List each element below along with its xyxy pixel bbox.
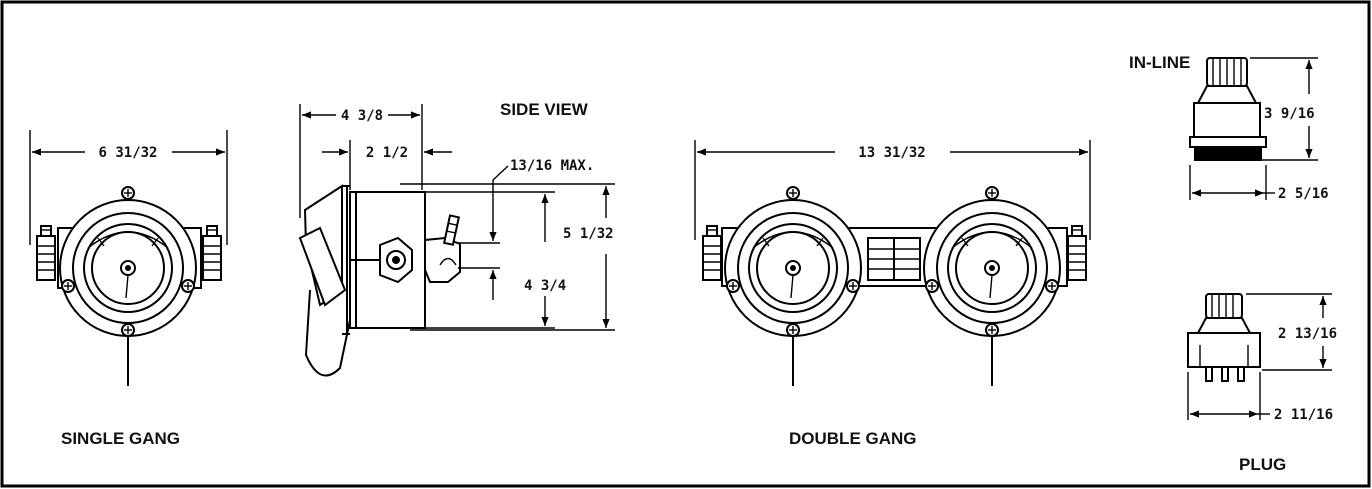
dim-side-depth: 4 3/8: [341, 108, 383, 124]
cable-clamp: [202, 225, 222, 281]
dim-side-half: 2 1/2: [366, 145, 408, 161]
dim-plug-height: 2 13/16: [1278, 326, 1337, 342]
double-gang-view: [694, 140, 1091, 386]
dim-inline-height: 3 9/16: [1264, 106, 1315, 122]
dim-plug-width: 2 11/16: [1274, 407, 1333, 423]
cord-loop: [304, 289, 351, 377]
single-gang-view: [29, 130, 228, 386]
in-line-view: [1189, 57, 1318, 200]
label-double-gang: DOUBLE GANG: [789, 429, 917, 448]
side-view: [298, 104, 615, 377]
dim-side-height-outer: 5 1/32: [563, 226, 614, 242]
side-clamp: [424, 236, 461, 283]
dim-side-height-inner: 4 3/4: [524, 278, 566, 294]
plug-view: [1187, 293, 1332, 420]
label-plug: PLUG: [1239, 455, 1286, 474]
dim-double-width: 13 31/32: [858, 145, 925, 161]
receptacle-face-right: [924, 187, 1060, 386]
cable-clamp: [702, 225, 722, 281]
cable-clamp: [1067, 225, 1087, 281]
label-side-view: SIDE VIEW: [500, 100, 589, 119]
label-in-line: IN-LINE: [1129, 53, 1190, 72]
receptacle-face: [60, 187, 196, 386]
label-single-gang: SINGLE GANG: [61, 429, 180, 448]
cable-clamp: [36, 225, 56, 281]
receptacle-face-left: [725, 187, 861, 386]
dim-inline-width: 2 5/16: [1278, 186, 1329, 202]
dim-side-max: 13/16 MAX.: [510, 158, 594, 174]
dim-single-width: 6 31/32: [98, 145, 157, 161]
